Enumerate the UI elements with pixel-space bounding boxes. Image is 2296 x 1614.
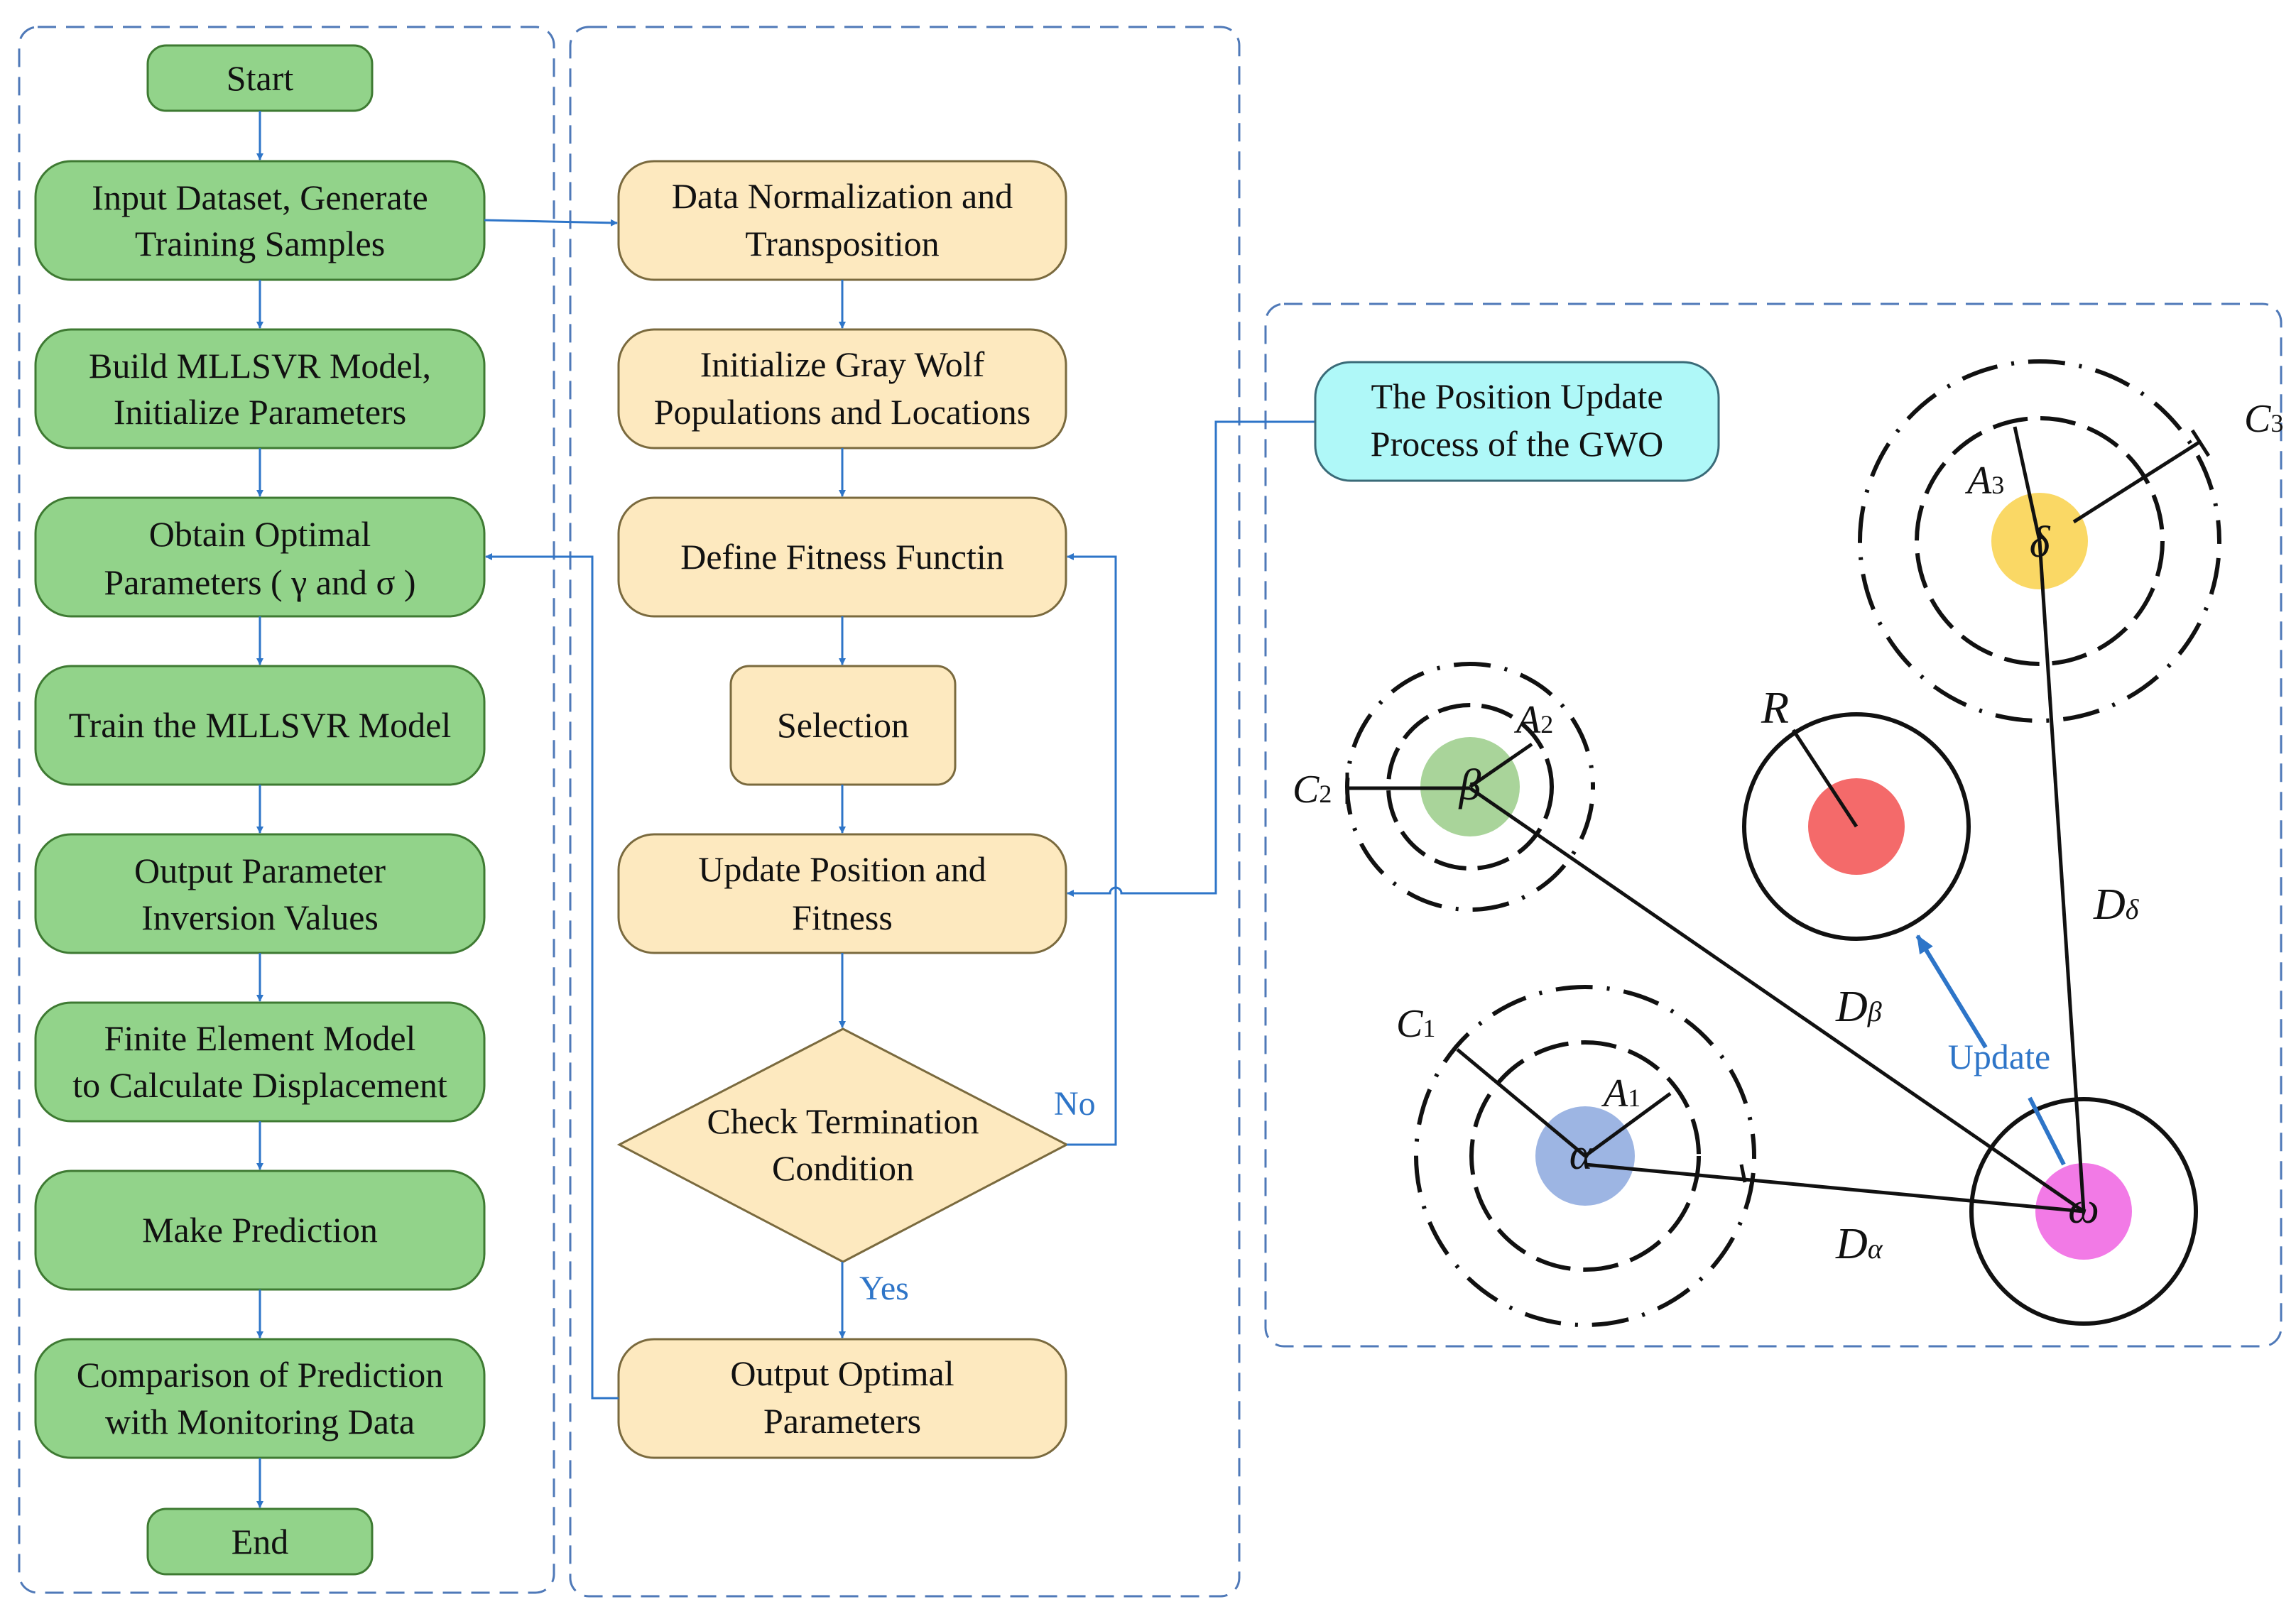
output-inversion-node: Output Parameter Inversion Values — [34, 833, 486, 954]
make-prediction-node: Make Prediction — [34, 1169, 486, 1291]
beta-inner-ring — [1386, 703, 1554, 871]
check-termination-node: Check Termination Condition — [616, 1027, 1070, 1263]
update-arrow — [1915, 934, 1988, 1049]
D-alpha-label: Dα — [1835, 1220, 1883, 1268]
beta-wolf-group: β — [1345, 662, 1595, 912]
no-label: No — [1054, 1085, 1096, 1123]
svg-text:Start: Start — [227, 58, 294, 98]
gwo-title-node: The Position Update Process of the GWO — [1314, 361, 1720, 482]
end-node: End — [146, 1507, 374, 1576]
svg-text:Condition: Condition — [772, 1148, 914, 1188]
init-wolf-node: Initialize Gray Wolf Populations and Loc… — [617, 328, 1067, 449]
build-model-node: Build MLLSVR Model, Initialize Parameter… — [34, 328, 486, 449]
prey-ring — [1742, 712, 1971, 941]
svg-text:with Monitoring Data: with Monitoring Data — [105, 1402, 415, 1441]
alpha-wolf-group: α — [1414, 985, 1756, 1327]
input-dataset-node: Input Dataset, Generate Training Samples — [34, 160, 486, 281]
D-beta-label: Dβ — [1835, 983, 1882, 1031]
middle-frame — [569, 26, 1241, 1598]
svg-text:Obtain Optimal: Obtain Optimal — [149, 514, 371, 554]
comparison-node: Comparison of Prediction with Monitoring… — [34, 1338, 486, 1459]
svg-text:Build MLLSVR Model,: Build MLLSVR Model, — [89, 346, 431, 386]
svg-text:Comparison of Prediction: Comparison of Prediction — [77, 1355, 444, 1395]
svg-text:Initialize Parameters: Initialize Parameters — [114, 392, 406, 432]
distance-lines — [1469, 540, 2086, 1214]
svg-text:End: End — [232, 1522, 289, 1561]
svg-text:Parameters ( γ and σ ): Parameters ( γ and σ ) — [104, 562, 415, 602]
train-model-node: Train the MLLSVR Model — [34, 665, 486, 786]
omega-ring — [1969, 1097, 2198, 1326]
prey-group — [1742, 712, 1971, 941]
D-delta-label: Dδ — [2093, 880, 2140, 929]
right-frame — [1264, 302, 2283, 1348]
update-position-node: Update Position and Fitness — [617, 833, 1067, 954]
svg-text:Initialize Gray Wolf: Initialize Gray Wolf — [700, 344, 985, 384]
svg-text:Check Termination: Check Termination — [707, 1101, 979, 1141]
obtain-params-node: Obtain Optimal Parameters ( γ and σ ) — [34, 496, 486, 618]
selection-node: Selection — [729, 665, 957, 786]
svg-text:Output Optimal: Output Optimal — [730, 1353, 954, 1393]
A3-label: A3 — [1964, 459, 2004, 503]
C3-label: C3 — [2244, 397, 2283, 441]
svg-text:Selection: Selection — [777, 705, 909, 745]
svg-text:Finite Element Model: Finite Element Model — [104, 1018, 416, 1058]
A2-label: A2 — [1513, 698, 1553, 742]
finite-element-node: Finite Element Model to Calculate Displa… — [34, 1001, 486, 1123]
svg-text:Output Parameter: Output Parameter — [134, 851, 386, 890]
yes-label: Yes — [859, 1270, 909, 1307]
svg-text:Parameters: Parameters — [763, 1401, 921, 1441]
A1-label: A1 — [1601, 1072, 1641, 1116]
delta-inner-ring — [1915, 416, 2165, 666]
connector-lines — [484, 219, 1315, 1400]
svg-text:Transposition: Transposition — [745, 224, 939, 263]
fitness-function-node: Define Fitness Functin — [617, 496, 1067, 618]
C2-label: C2 — [1293, 768, 1332, 812]
svg-text:Fitness: Fitness — [792, 898, 893, 937]
update-arrow-tail — [2028, 1096, 2066, 1166]
svg-text:Update Position and: Update Position and — [698, 849, 986, 889]
svg-text:Inversion Values: Inversion Values — [141, 898, 379, 937]
svg-text:Populations and Locations: Populations and Locations — [654, 392, 1031, 432]
svg-text:Define Fitness Functin: Define Fitness Functin — [680, 537, 1004, 577]
svg-text:Training Samples: Training Samples — [135, 224, 385, 263]
alpha-inner-ring — [1469, 1040, 1701, 1272]
update-label: Update — [1948, 1037, 2050, 1076]
R-label: R — [1761, 682, 1789, 733]
svg-text:The Position Update: The Position Update — [1371, 376, 1663, 416]
delta-outer-ring — [1858, 359, 2221, 723]
svg-text:to Calculate Displacement: to Calculate Displacement — [72, 1065, 447, 1105]
svg-text:Process of the GWO: Process of the GWO — [1371, 424, 1663, 464]
beta-symbol: β — [1459, 761, 1481, 809]
output-optimal-node: Output Optimal Parameters — [617, 1338, 1067, 1459]
alpha-outer-ring — [1414, 985, 1756, 1327]
left-frame — [18, 26, 555, 1594]
alpha-symbol: α — [1569, 1130, 1594, 1179]
svg-text:Data Normalization and: Data Normalization and — [672, 176, 1013, 216]
svg-text:Train the MLLSVR Model: Train the MLLSVR Model — [69, 705, 451, 745]
omega-symbol: ω — [2068, 1184, 2099, 1233]
svg-text:Make Prediction: Make Prediction — [142, 1210, 378, 1250]
normalization-node: Data Normalization and Transposition — [617, 160, 1067, 281]
start-node: Start — [146, 44, 374, 112]
C1-label: C1 — [1396, 1002, 1435, 1046]
svg-text:Input Dataset, Generate: Input Dataset, Generate — [92, 178, 428, 217]
